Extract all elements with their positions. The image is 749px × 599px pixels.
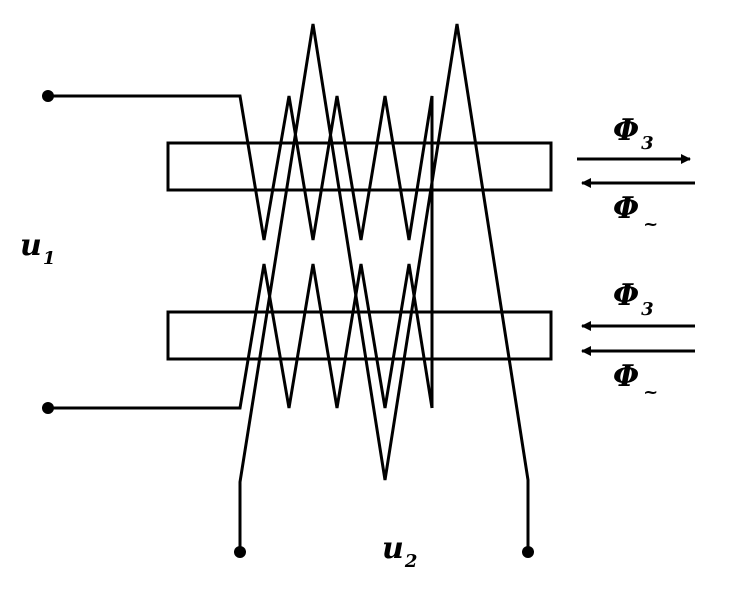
upper-core [166,141,553,192]
primary-terminal-bottom [42,402,54,414]
label-u2: u2 [382,531,417,572]
label-phi-upper-2: Φ~ [613,191,658,235]
primary-winding-upper [48,94,434,408]
label-u1: u1 [20,228,55,269]
secondary-terminal-left [234,546,246,558]
label-phi-lower-2: Φ~ [613,359,658,403]
secondary-winding [238,23,530,552]
primary-terminal-top [42,90,54,102]
primary-winding-lower [48,263,434,410]
secondary-terminal-right [522,546,534,558]
